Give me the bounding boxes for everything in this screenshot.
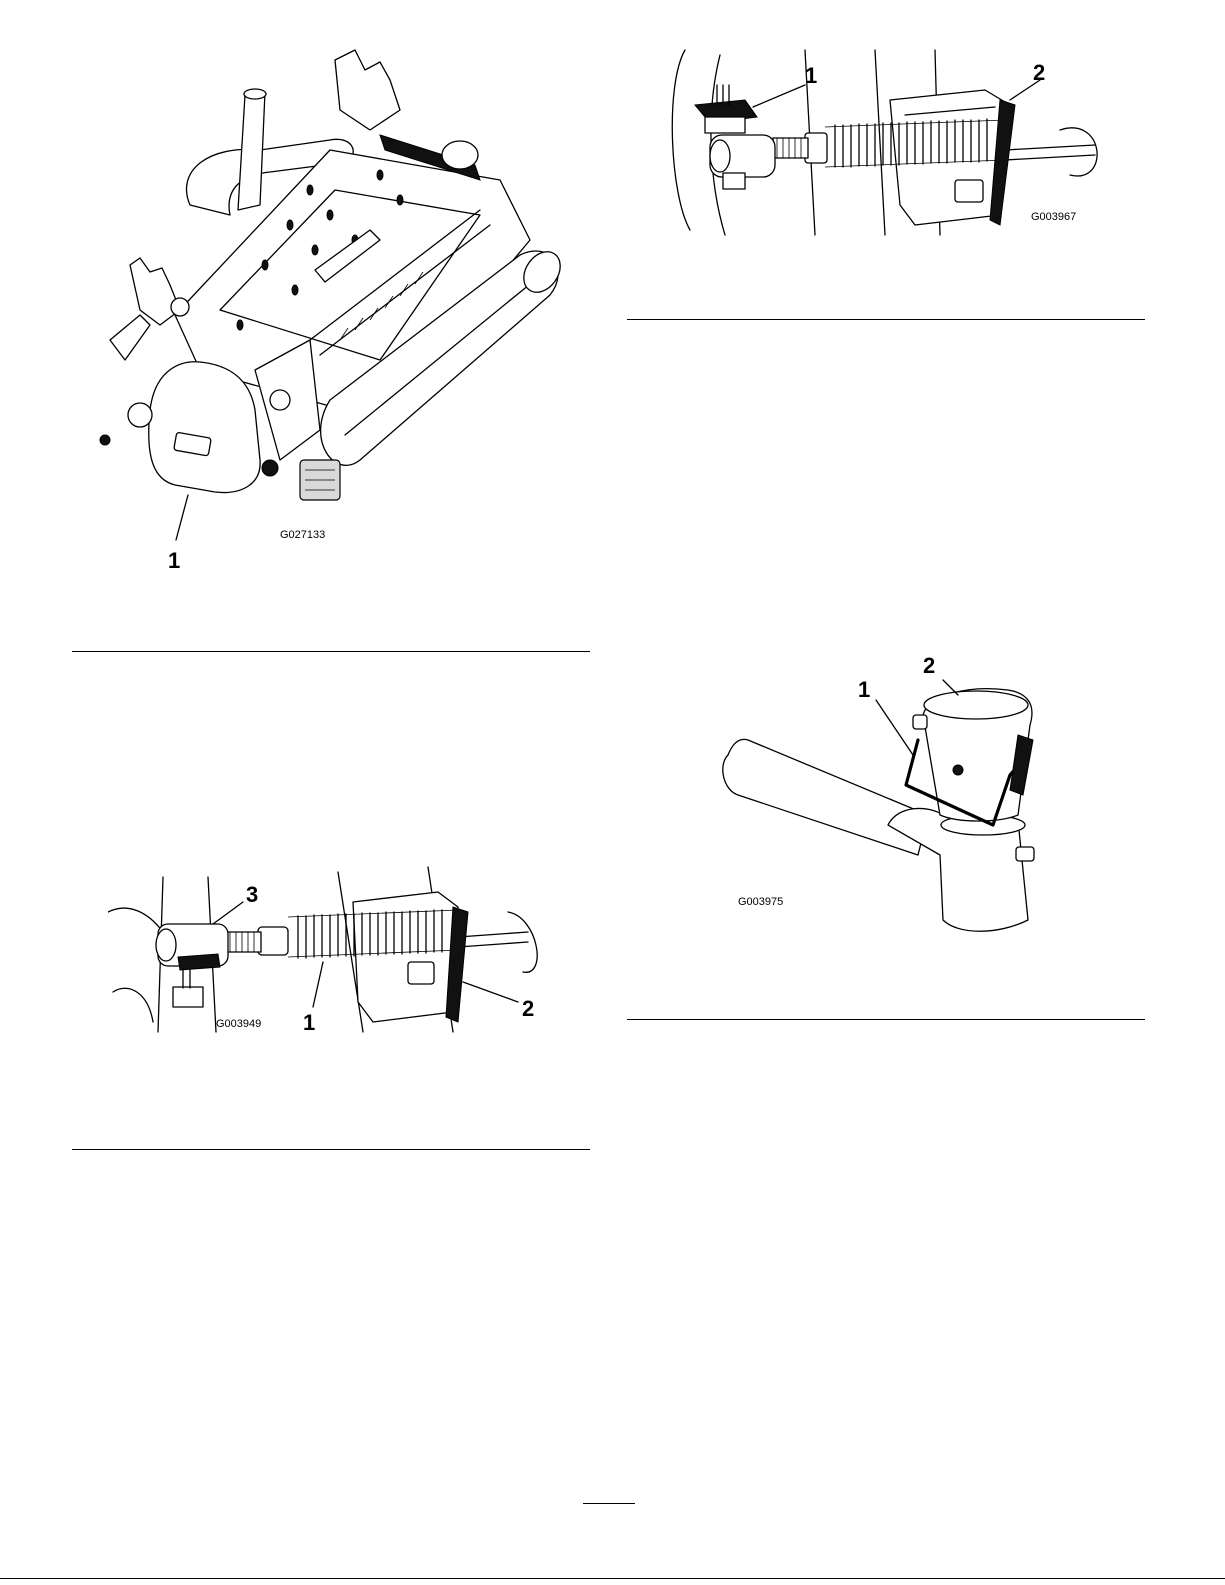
figure-id: G003975 [738, 896, 783, 908]
figure-id: G003949 [216, 1018, 261, 1030]
callout-1: 1 [805, 63, 817, 88]
spring-adjust-illustration: 1 2 G003967 [665, 45, 1115, 240]
page-number-rule [583, 1503, 635, 1504]
callout-1: 1 [858, 677, 870, 702]
callout-1: 1 [303, 1010, 315, 1035]
callout-2: 2 [923, 653, 935, 678]
section-divider [72, 651, 590, 652]
pin-clip-illustration: 1 2 G003975 [718, 645, 1058, 945]
figure-id: G027133 [280, 529, 325, 541]
spring-assembly-illustration: 3 1 2 G003949 [108, 862, 558, 1047]
figure-id: G003967 [1031, 211, 1076, 223]
callout-2: 2 [522, 996, 534, 1021]
section-divider [72, 1149, 590, 1150]
page-bottom-rule [0, 1578, 1225, 1579]
figure-pin-clip: 1 2 G003975 [718, 645, 1058, 945]
callout-2: 2 [1033, 60, 1045, 85]
figure-cutting-unit: 1 G027133 [80, 40, 600, 580]
figure-spring-adjust-bottom: 3 1 2 G003949 [108, 862, 558, 1047]
section-divider [627, 1019, 1145, 1020]
figure-spring-adjust-top: 1 2 G003967 [665, 45, 1115, 240]
callout-3: 3 [246, 882, 258, 907]
cutting-unit-illustration: 1 G027133 [80, 40, 600, 580]
callout-1: 1 [168, 548, 180, 573]
section-divider [627, 319, 1145, 320]
